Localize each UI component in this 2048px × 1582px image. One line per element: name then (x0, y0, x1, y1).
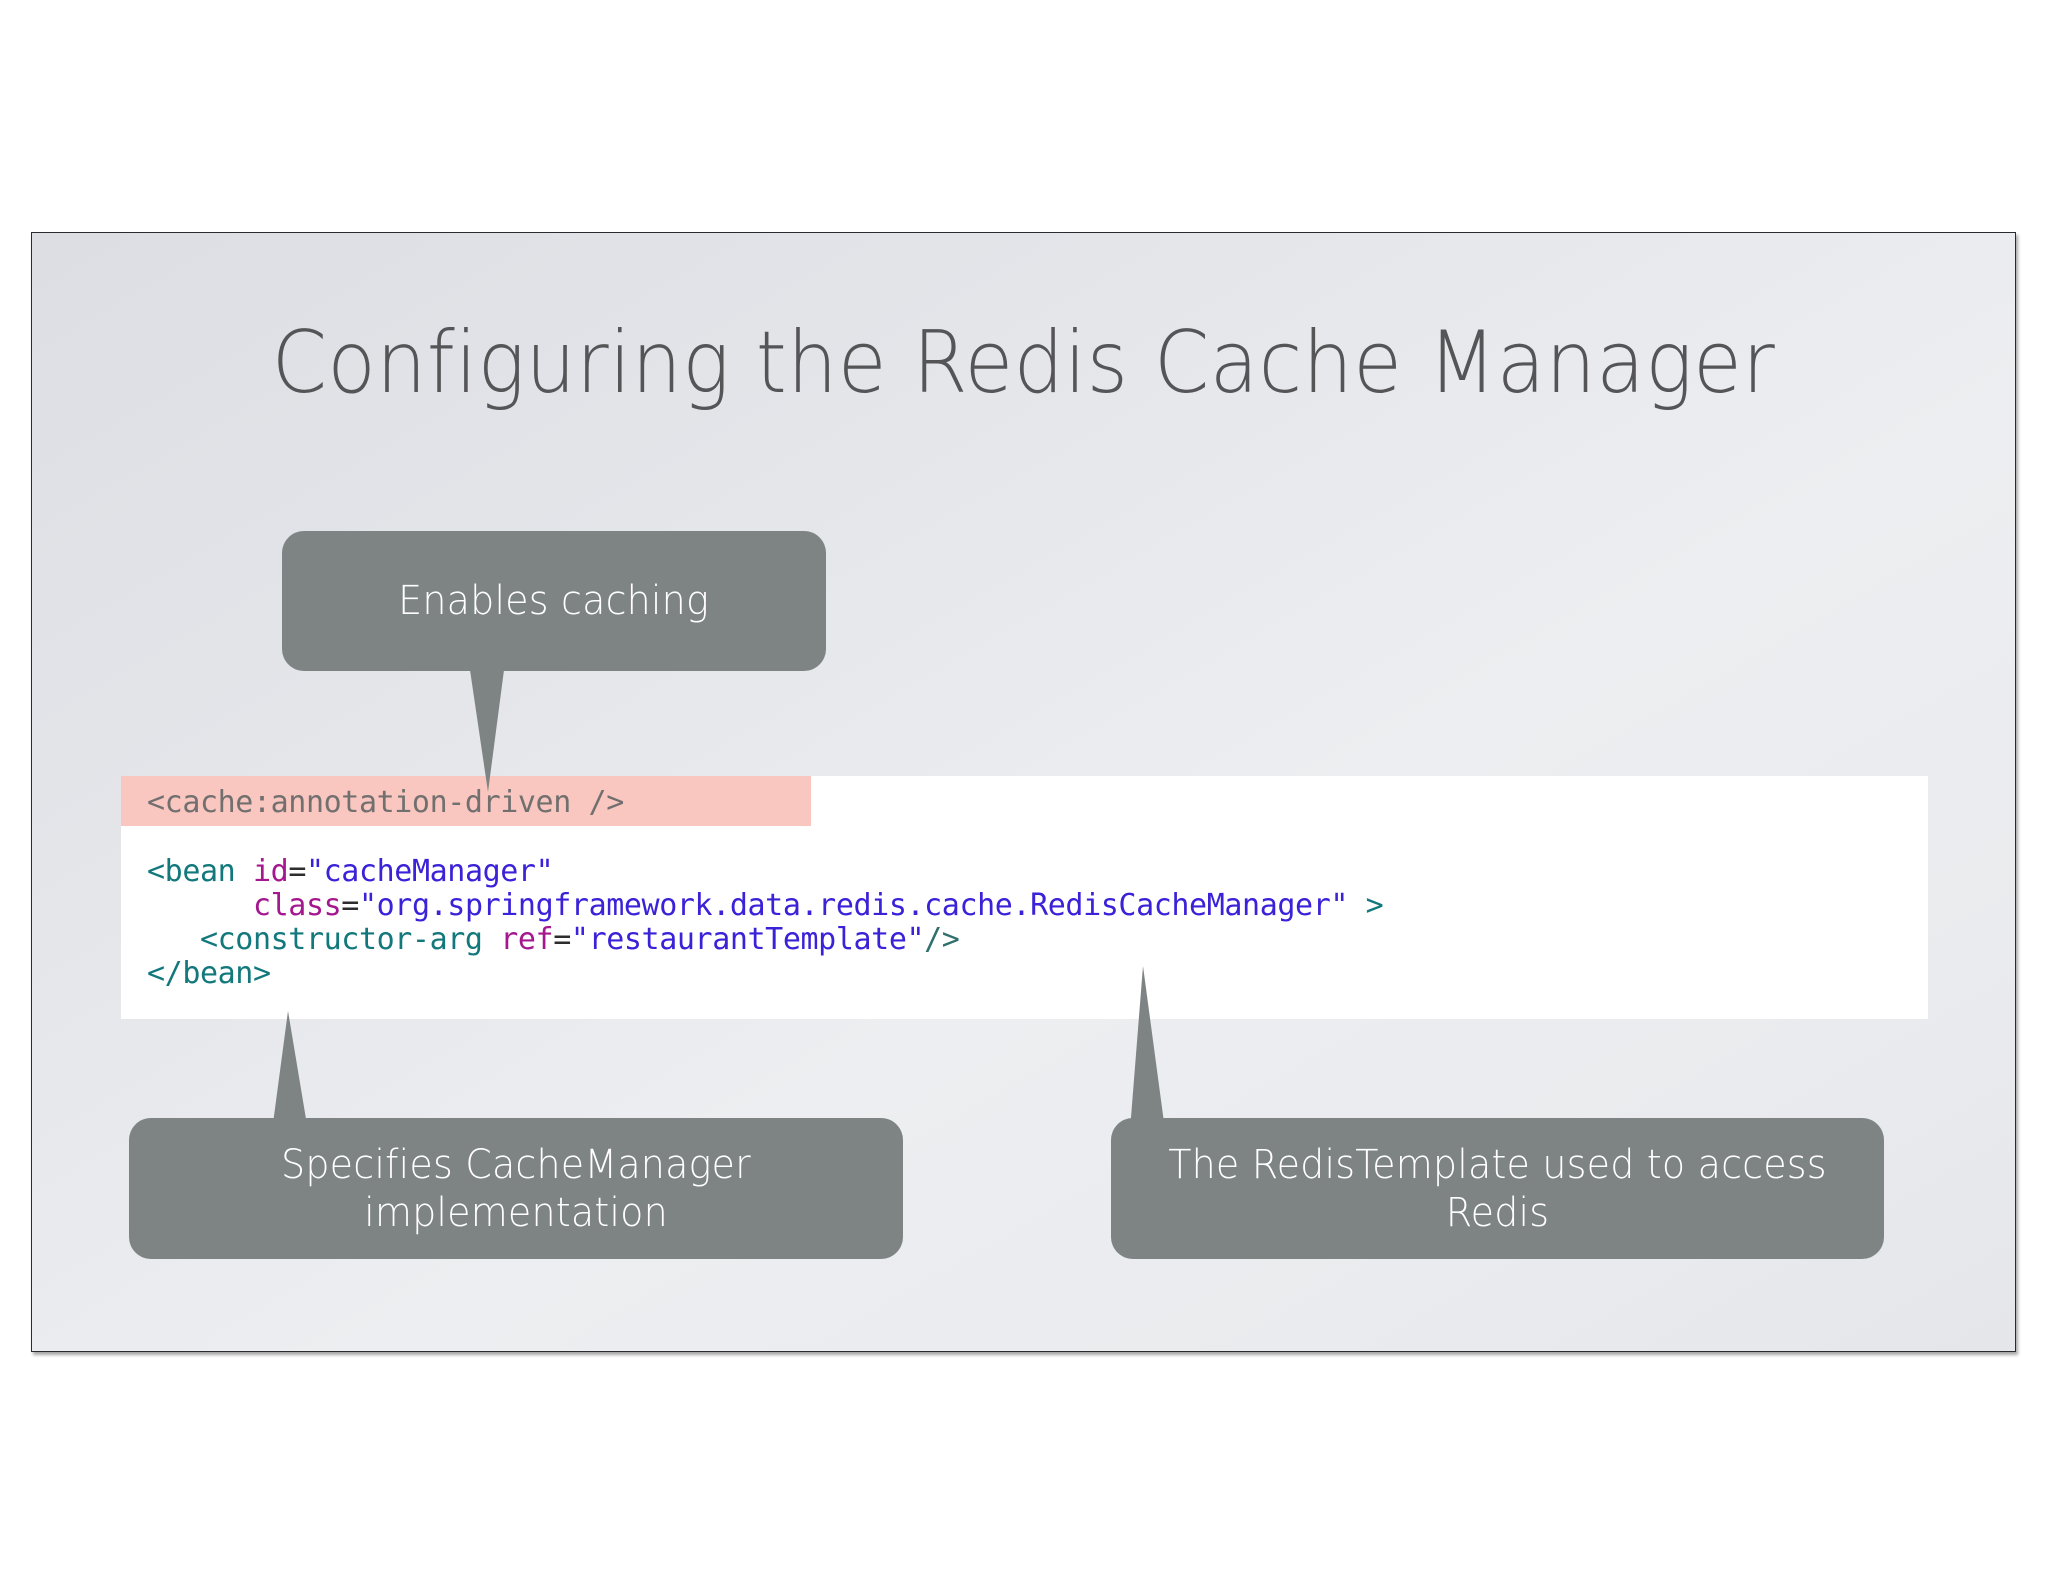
callout-label: Enables caching (398, 578, 710, 624)
callout-tail-redistemplate (1130, 966, 1165, 1130)
code-token: = (341, 888, 359, 923)
callout-label: The RedisTemplate used to access Redis (1168, 1141, 1827, 1236)
callout-specifies-cachemanager: Specifies CacheManager implementation (129, 1118, 903, 1259)
code-token: </bean> (147, 956, 271, 991)
page-title: Configuring the Redis Cache Manager (271, 313, 1776, 413)
code-token: = (288, 854, 306, 889)
code-token: "cacheManager" (305, 854, 554, 889)
code-token: id (252, 854, 289, 889)
code-line: </bean> (147, 957, 271, 991)
code-token: ref (500, 922, 554, 957)
code-token: "restaurantTemplate" (570, 922, 925, 957)
code-token: <cache:annotation-driven /> (147, 785, 624, 820)
code-line: class="org.springframework.data.redis.ca… (147, 888, 1384, 923)
callout-tail-specifies-cachemanager (272, 1011, 308, 1131)
code-token: "org.springframework.data.redis.cache.Re… (358, 888, 1349, 923)
code-token: <constructor-arg (147, 922, 501, 957)
code-token (147, 888, 253, 923)
callout-tail-enables-caching (470, 670, 504, 792)
code-line-highlighted: <cache:annotation-driven /> (121, 776, 811, 826)
callout-label: Specifies CacheManager implementation (281, 1141, 751, 1236)
code-token: = (553, 922, 571, 957)
code-sample-panel: <cache:annotation-driven /> <bean id="ca… (121, 776, 1928, 1019)
callout-enables-caching: Enables caching (282, 531, 826, 671)
callout-redistemplate: The RedisTemplate used to access Redis (1111, 1118, 1884, 1259)
presentation-slide: Configuring the Redis Cache Manager <cac… (31, 232, 2016, 1352)
code-line: <bean id="cacheManager" (147, 854, 554, 889)
code-token: > (1348, 888, 1384, 923)
code-line: <constructor-arg ref="restaurantTemplate… (147, 922, 960, 957)
code-token: /> (924, 922, 960, 957)
code-token: class (252, 888, 342, 923)
code-token: <bean (147, 854, 253, 889)
